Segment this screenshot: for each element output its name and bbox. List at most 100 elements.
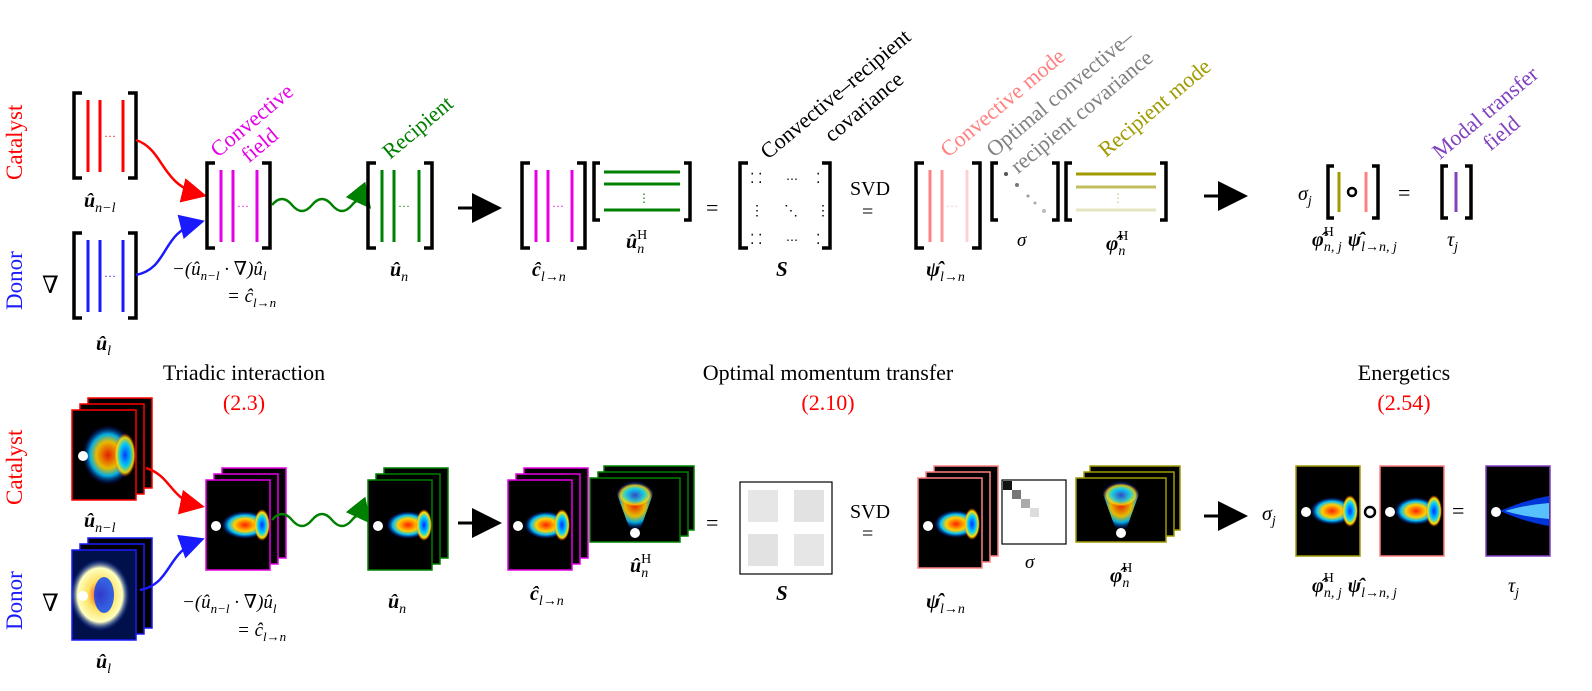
svg-text:⋯: ⋯ bbox=[786, 233, 798, 247]
covariance-label: Convective–recipient covariance bbox=[755, 24, 915, 164]
catalyst-matrix: ··· bbox=[72, 91, 138, 180]
svg-text:⋮: ⋮ bbox=[816, 204, 830, 219]
psi-label-bottom: ψ̂l→n bbox=[926, 589, 965, 617]
psi-label-top: ψ̂l→n bbox=[926, 257, 965, 285]
conv-expr-top: −(ûn−l · ∇)ûl bbox=[172, 259, 267, 283]
donor-label-top: Donor bbox=[2, 251, 27, 310]
section-ref-optimal: (2.10) bbox=[801, 390, 854, 415]
c-eq-bottom: = ĉl→n bbox=[237, 620, 286, 644]
section-title-energetics: Energetics bbox=[1358, 360, 1450, 385]
svg-text:···: ··· bbox=[398, 199, 410, 213]
svg-text:···: ··· bbox=[104, 269, 116, 283]
tau-matrix bbox=[1440, 164, 1473, 220]
equals-1-bottom: = bbox=[706, 510, 718, 535]
svg-text:⁚: ⁚ bbox=[816, 172, 820, 187]
svd-equals-bottom: = bbox=[862, 523, 873, 545]
psi-matrix: ··· bbox=[914, 161, 982, 250]
sigma-matrix bbox=[990, 161, 1060, 222]
S-label-bottom: S bbox=[776, 581, 788, 605]
convective-field-matrix: ··· bbox=[205, 161, 272, 250]
catalyst-field-stack bbox=[71, 397, 153, 501]
catalyst-arrow-top bbox=[135, 138, 207, 203]
sigma-label-top: σ bbox=[1017, 230, 1027, 251]
section-title-optimal: Optimal momentum transfer bbox=[703, 360, 954, 385]
tau-label-top: τj bbox=[1447, 229, 1458, 255]
svg-text:···: ··· bbox=[237, 199, 249, 213]
c-label-bottom: ĉl→n bbox=[530, 583, 564, 609]
svg-text:Modal transfer: Modal transfer bbox=[1427, 61, 1543, 164]
S-heatmap bbox=[739, 481, 833, 575]
recipient-wave-bottom bbox=[271, 496, 372, 528]
nabla-bottom: ∇ bbox=[42, 591, 59, 617]
recipient-field-stack bbox=[367, 467, 449, 571]
c-label-top: ĉl→n bbox=[532, 259, 566, 285]
c-eq-top: = ĉl→n bbox=[227, 286, 276, 310]
tau-label-bottom: τj bbox=[1508, 575, 1519, 601]
svg-text:⁚ ⁚: ⁚ ⁚ bbox=[750, 172, 762, 187]
c-field-stack bbox=[507, 467, 589, 571]
convective-field-label: Convective field bbox=[205, 78, 298, 167]
equals-modal-top: = bbox=[1398, 180, 1410, 205]
uH-field-stack bbox=[589, 465, 695, 543]
psi-j-field bbox=[1379, 465, 1445, 557]
psi-field-stack bbox=[917, 465, 999, 569]
recipient-label: Recipient bbox=[377, 90, 458, 163]
S-label-top: S bbox=[776, 257, 788, 281]
u-n-bottom: ûn bbox=[388, 591, 406, 617]
section-title-triadic: Triadic interaction bbox=[163, 360, 325, 385]
svg-text:⁚ ⁚: ⁚ ⁚ bbox=[750, 233, 762, 248]
svg-text:···: ··· bbox=[552, 199, 564, 213]
recipient-matrix: ··· bbox=[366, 161, 434, 250]
svg-text:⋮: ⋮ bbox=[638, 191, 650, 205]
donor-matrix: ··· bbox=[72, 231, 138, 320]
u-l-bottom: ûl bbox=[96, 651, 111, 677]
u-l-top: ûl bbox=[96, 333, 111, 359]
sigma-j-bottom: σj bbox=[1262, 503, 1276, 529]
u-nl-top: ûn−l bbox=[84, 190, 116, 216]
section-ref-energetics: (2.54) bbox=[1377, 390, 1430, 415]
svd-bottom: SVD bbox=[850, 501, 890, 523]
phi-j-field bbox=[1295, 465, 1361, 557]
svg-text:⋯: ⋯ bbox=[786, 172, 798, 186]
sigma-j-top: σj bbox=[1298, 183, 1312, 209]
conv-expr-bottom: −(ûn−l · ∇)ûl bbox=[182, 592, 277, 616]
catalyst-arrow-bottom bbox=[145, 466, 205, 515]
equals-modal-bottom: = bbox=[1452, 498, 1464, 523]
donor-label-bottom: Donor bbox=[2, 571, 27, 630]
uH-matrix: ⋮ bbox=[592, 161, 692, 222]
svd-equals-top: = bbox=[862, 201, 873, 223]
svg-text:···: ··· bbox=[946, 199, 958, 213]
recipient-wave-top bbox=[271, 181, 372, 213]
section-ref-triadic: (2.3) bbox=[223, 390, 265, 415]
phiH-field-stack bbox=[1075, 465, 1181, 543]
svd-top: SVD bbox=[850, 178, 890, 200]
svg-text:⋮: ⋮ bbox=[750, 204, 764, 219]
donor-field-stack bbox=[70, 537, 153, 641]
equals-1-top: = bbox=[706, 195, 718, 220]
S-matrix: ⁚ ⁚ ⋯ ⁚ ⋮ ⋱ ⋮ ⁚ ⁚ ⋯ ⁚ bbox=[738, 161, 832, 250]
svg-text:⋮: ⋮ bbox=[1112, 191, 1124, 205]
nabla-top: ∇ bbox=[42, 273, 59, 299]
hadamard-circle bbox=[1363, 505, 1377, 519]
c-matrix: ··· bbox=[520, 161, 587, 250]
catalyst-label-top: Catalyst bbox=[2, 104, 27, 180]
tau-field bbox=[1485, 465, 1551, 557]
donor-arrow-top bbox=[135, 214, 205, 277]
u-n-top: ûn bbox=[390, 259, 408, 285]
sigma-heatmap bbox=[1001, 479, 1067, 545]
svg-text:···: ··· bbox=[104, 129, 116, 143]
u-nl-bottom: ûn−l bbox=[84, 510, 116, 536]
svg-text:⁚: ⁚ bbox=[816, 233, 820, 248]
donor-arrow-bottom bbox=[139, 534, 205, 592]
svg-text:⋱: ⋱ bbox=[784, 204, 798, 219]
modal-product-matrix bbox=[1326, 164, 1380, 220]
sigma-label-bottom: σ bbox=[1025, 552, 1035, 573]
phiH-matrix: ⋮ bbox=[1064, 161, 1168, 222]
